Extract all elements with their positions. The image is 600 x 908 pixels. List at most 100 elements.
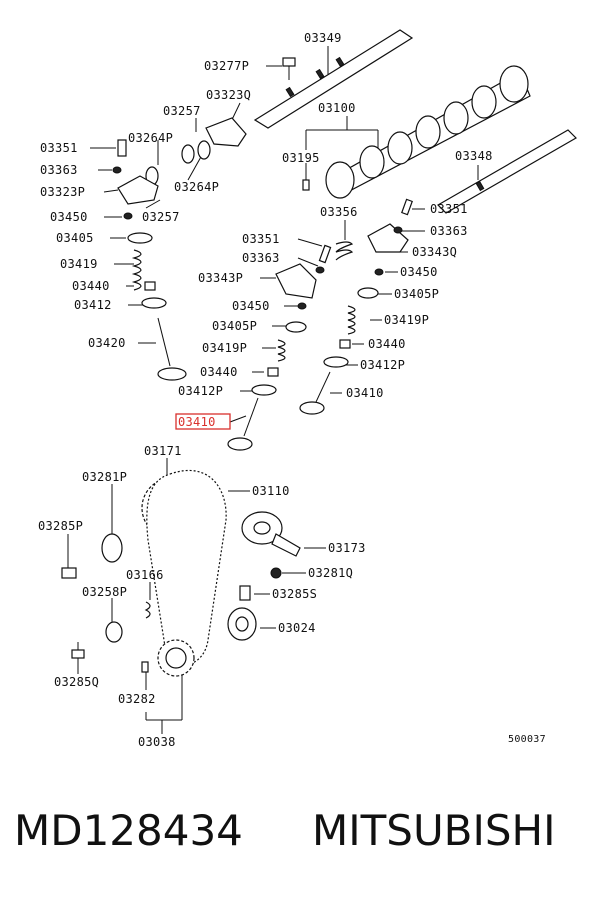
label-03277p: 03277P (204, 59, 249, 73)
label-03195: 03195 (282, 151, 320, 165)
label-03257: 03257 (142, 210, 180, 224)
bolt-03285p (61, 566, 77, 579)
label-03450: 03450 (232, 299, 270, 313)
nut-03363-center (315, 266, 325, 274)
label-03351: 03351 (242, 232, 280, 246)
seal-03440-right (339, 339, 351, 349)
label-03450: 03450 (50, 210, 88, 224)
retainer-03405p-center (285, 321, 307, 333)
label-03343q: 03343Q (412, 245, 457, 259)
spring-03166 (144, 601, 151, 619)
leader-lines (67, 46, 479, 734)
retainer-03405p-right (357, 287, 379, 299)
label-03356: 03356 (320, 205, 358, 219)
label-03038: 03038 (138, 735, 176, 749)
label-03285p: 03285P (38, 519, 83, 533)
seat-03412-left (141, 297, 167, 309)
nut-03363-right (393, 226, 403, 234)
bolt-03277p (282, 57, 296, 80)
caption: MD128434 MITSUBISHI (0, 806, 600, 866)
rocker-arm-03323q (205, 117, 247, 147)
label-03348: 03348 (455, 149, 493, 163)
bolt-03281q (270, 567, 282, 579)
rocker-arm-03343q (367, 223, 409, 253)
nut-03450-left (123, 212, 133, 220)
rocker-arm-03323p (117, 175, 159, 205)
crank-flange (227, 607, 257, 641)
label-03405p: 03405P (212, 319, 257, 333)
label-03363: 03363 (242, 251, 280, 265)
label-03363: 03363 (40, 163, 78, 177)
label-03285s: 03285S (272, 587, 317, 601)
pin-03195 (302, 179, 310, 191)
label-03440: 03440 (200, 365, 238, 379)
washer-03281p (101, 533, 123, 563)
spring-03419p-center (277, 339, 286, 362)
label-03405p: 03405P (394, 287, 439, 301)
label-03440: 03440 (72, 279, 110, 293)
part-drawings (61, 29, 577, 677)
label-03323p: 03323P (40, 185, 85, 199)
label-03285q: 03285Q (54, 675, 99, 689)
label-03173: 03173 (328, 541, 366, 555)
rocker-shaft-upper (253, 29, 414, 129)
key-03282 (141, 661, 149, 673)
valve-03420 (157, 317, 187, 381)
drawing-number: 500037 (508, 734, 546, 745)
label-03450: 03450 (400, 265, 438, 279)
washer-03264p-upper (197, 140, 211, 160)
seat-03412p-center (251, 384, 277, 396)
label-03412: 03412 (74, 298, 112, 312)
label-03257: 03257 (163, 104, 201, 118)
spacer-03258p (105, 621, 123, 643)
camshaft (325, 65, 531, 199)
timing-belt (146, 469, 227, 666)
label-03349: 03349 (304, 31, 342, 45)
label-03100: 03100 (318, 101, 356, 115)
label-03410: 03410 (346, 386, 384, 400)
valve-03410-right (299, 371, 331, 415)
seat-03412p-right (323, 356, 349, 368)
label-03281p: 03281P (82, 470, 127, 484)
spring-03356 (335, 241, 354, 261)
part-labels: 03349 03277P 03323Q 03257 03100 03351 03… (38, 31, 546, 749)
label-03405: 03405 (56, 231, 94, 245)
label-03420: 03420 (88, 336, 126, 350)
rocker-arm-03343p (275, 263, 317, 299)
label-03343p: 03343P (198, 271, 243, 285)
retainer-03405-left (127, 232, 153, 244)
highlight-box (175, 413, 231, 430)
label-03264p: 03264P (128, 131, 173, 145)
label-03440: 03440 (368, 337, 406, 351)
adjust-screw-right (401, 198, 413, 216)
adjust-screw-left (117, 139, 127, 157)
adjust-screw-center (318, 244, 332, 264)
valve-03410-center (227, 397, 259, 451)
washer-03257-upper (181, 144, 195, 164)
rocker-shaft-lower (437, 129, 577, 214)
belt-tensioner (241, 511, 301, 557)
spring-03419-left (131, 249, 142, 291)
label-03351: 03351 (430, 202, 468, 216)
label-03351: 03351 (40, 141, 78, 155)
seal-03440-left (144, 281, 156, 291)
highlighted-part-label: 03410 (175, 413, 231, 430)
spring-03419p-right (347, 305, 356, 335)
label-03282: 03282 (118, 692, 156, 706)
label-03171: 03171 (144, 444, 182, 458)
label-03258p: 03258P (82, 585, 127, 599)
nut-03450-right (374, 268, 384, 276)
label-03412p: 03412P (360, 358, 405, 372)
label-03410-highlighted: 03410 (178, 415, 216, 429)
label-03419: 03419 (60, 257, 98, 271)
label-03281q: 03281Q (308, 566, 353, 580)
bolt-03285s (239, 585, 251, 601)
label-03166: 03166 (126, 568, 164, 582)
label-03412p: 03412P (178, 384, 223, 398)
bolt-03285q (71, 642, 85, 659)
label-03419p: 03419P (202, 341, 247, 355)
label-03024: 03024 (278, 621, 316, 635)
label-03363: 03363 (430, 224, 468, 238)
label-03110: 03110 (252, 484, 290, 498)
